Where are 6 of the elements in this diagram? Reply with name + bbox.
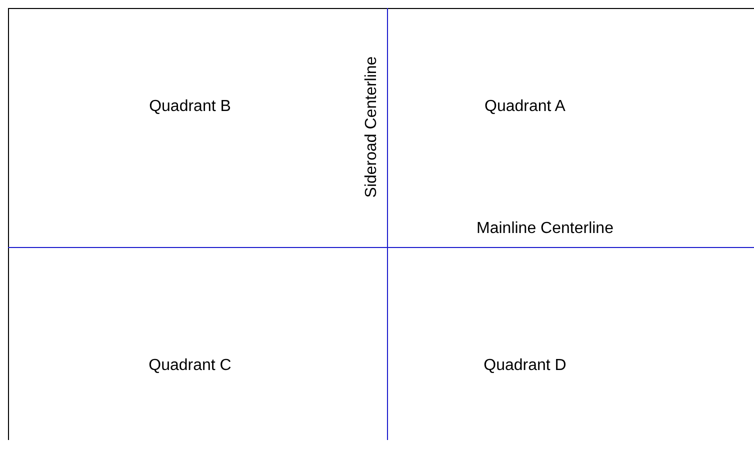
centerline-label: Mainline Centerline <box>476 220 614 238</box>
centerline-label: Sideroad Centerline <box>363 56 381 198</box>
quadrant-label: Quadrant A <box>484 98 566 116</box>
quadrant-label: Quadrant D <box>484 357 566 375</box>
quadrant-label: Quadrant C <box>148 357 232 375</box>
quadrant-label: Quadrant B <box>149 98 231 116</box>
